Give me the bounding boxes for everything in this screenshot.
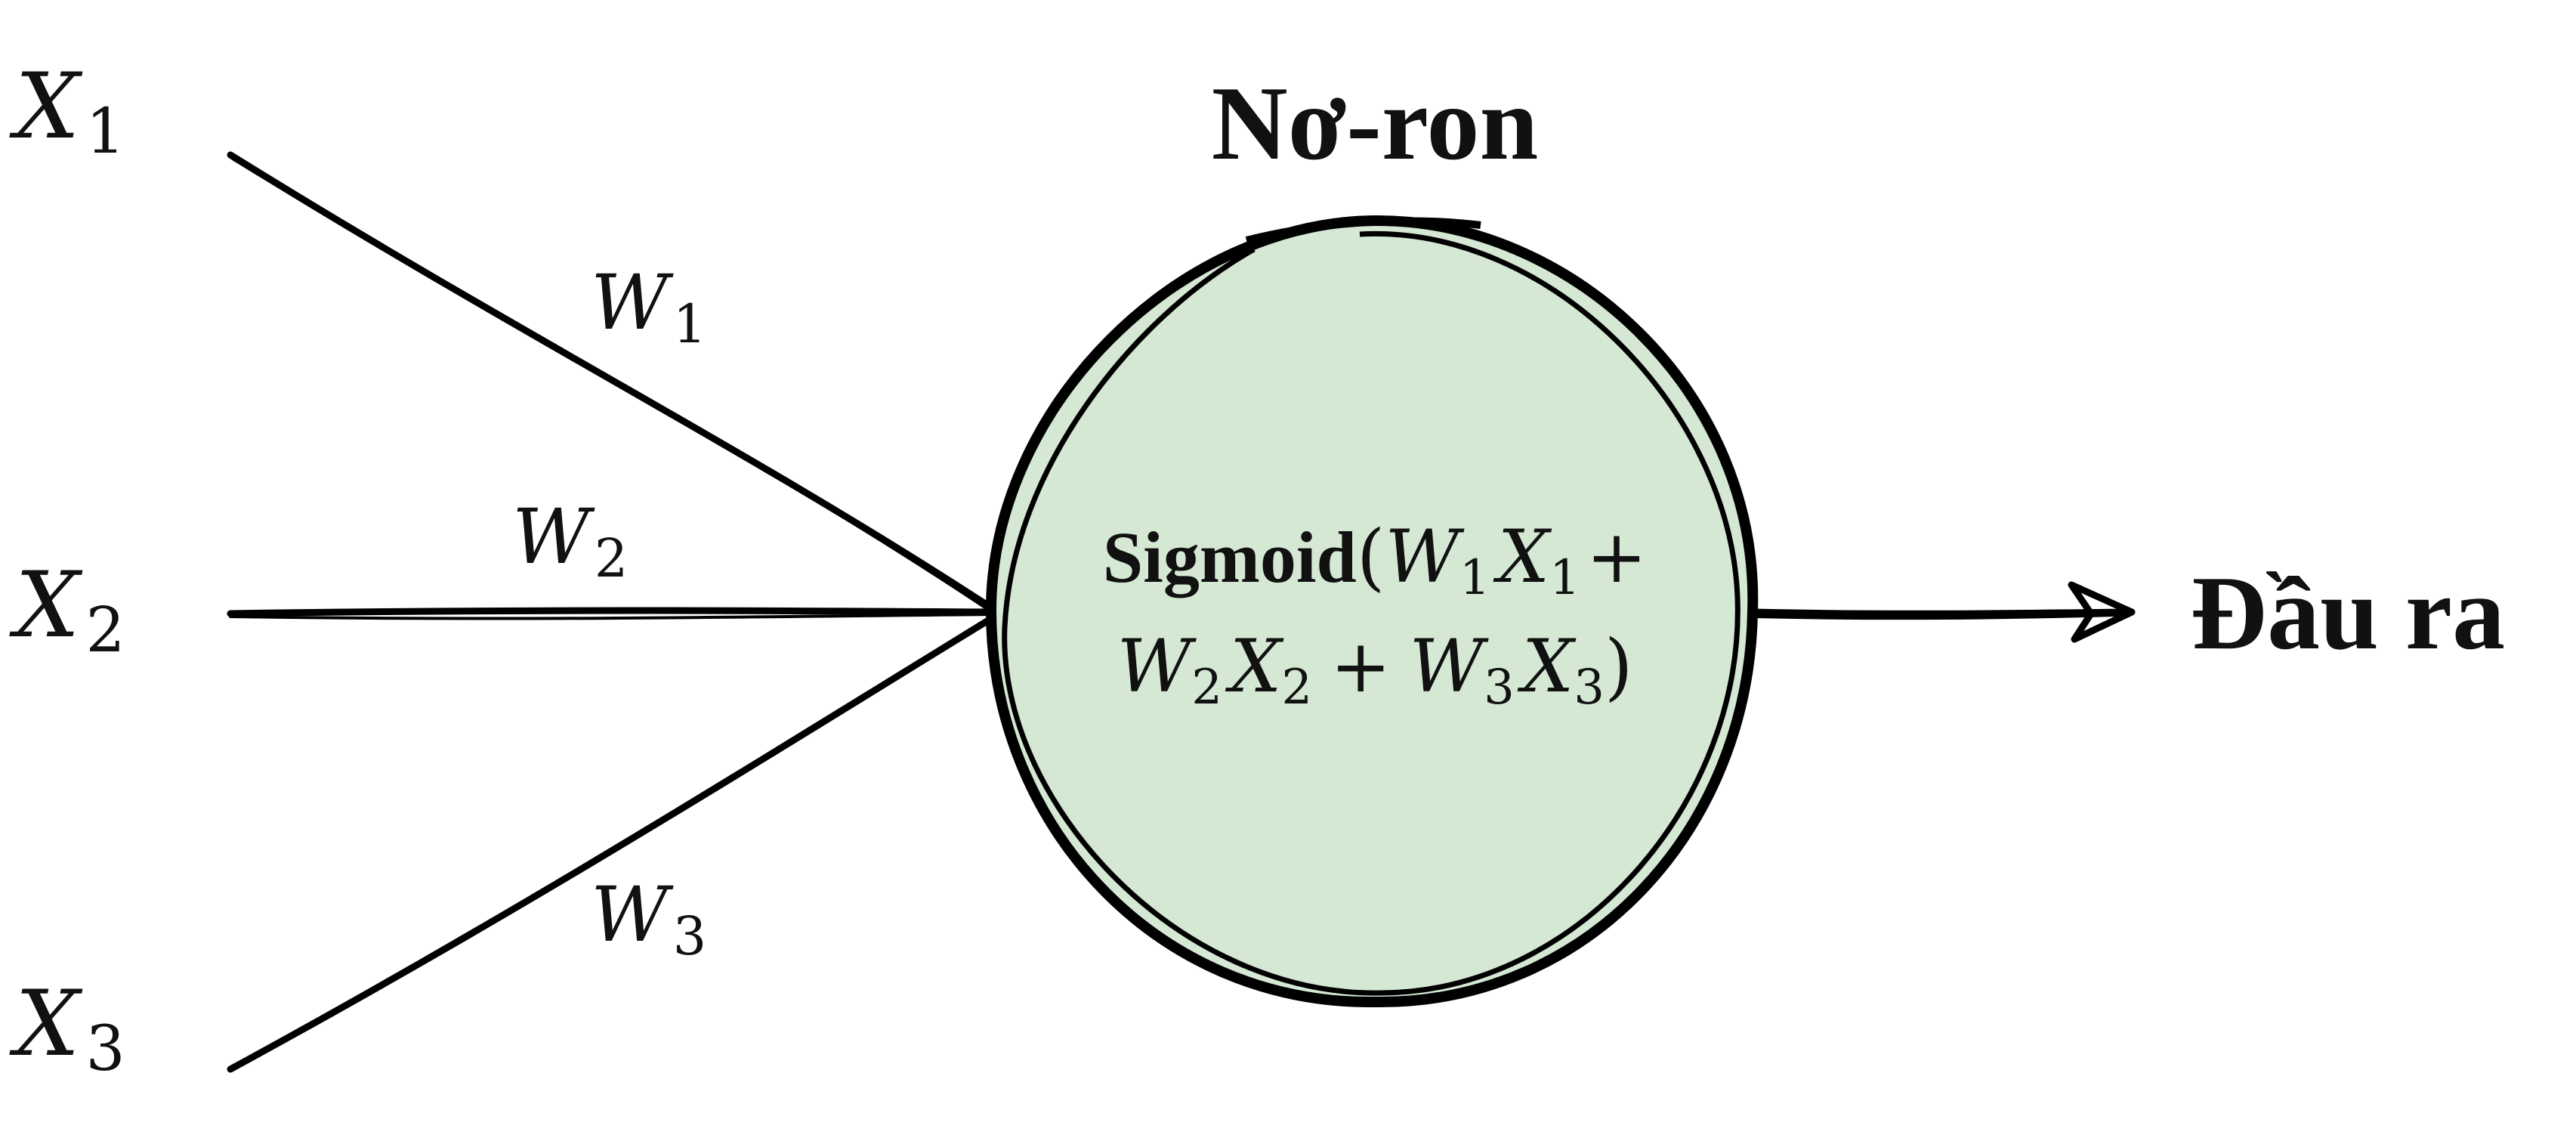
neuron-node <box>985 215 1759 1008</box>
connection-line-x2-sketch <box>229 613 997 620</box>
connection-line-x2 <box>227 607 999 617</box>
input-label-x3: X3 <box>9 972 125 1085</box>
neuron-circle <box>985 215 1759 1008</box>
weight-label-w2: W2 <box>512 493 628 589</box>
connection-line-x3-sketch <box>233 617 996 1068</box>
output-arrow-line <box>1750 608 2134 617</box>
weight-label-w3: W3 <box>591 870 706 967</box>
input-connections <box>227 151 999 1073</box>
input-label-x1: X1 <box>9 54 125 168</box>
neuron-circle-sketch <box>1002 230 1740 996</box>
output-arrowhead-icon <box>2068 581 2136 643</box>
neuron-title: Nơ-ron <box>1212 65 1539 182</box>
output-arrow <box>1750 581 2136 643</box>
sigmoid-function-name: Sigmoid <box>1103 517 1357 598</box>
weight-label-w1: W1 <box>591 258 706 355</box>
connection-line-x1-sketch <box>231 157 996 615</box>
output-label: Đầu ra <box>2191 555 2505 672</box>
output-arrow-line-sketch <box>1753 614 2117 620</box>
neuron-top-sketch <box>1245 217 1481 244</box>
input-label-x2: X2 <box>9 553 125 666</box>
connection-line-x3 <box>227 612 999 1073</box>
